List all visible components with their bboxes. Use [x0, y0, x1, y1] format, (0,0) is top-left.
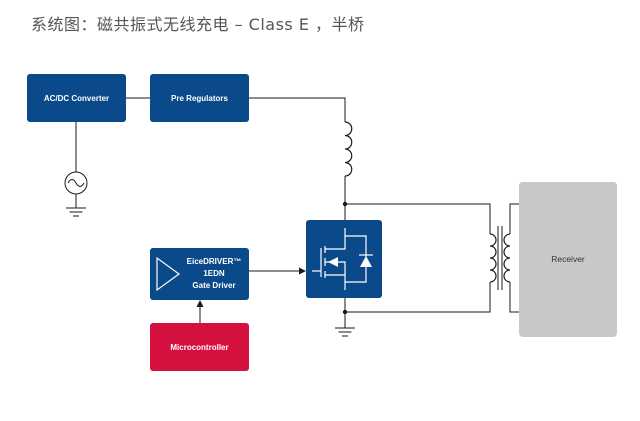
ground-icon [66, 207, 86, 217]
arrowhead-icon [299, 267, 306, 275]
receiver-label: Receiver [551, 254, 585, 264]
gate-driver-label-3: Gate Driver [192, 281, 235, 290]
gate-driver-label-2: 1EDN [203, 269, 225, 278]
diode-icon [345, 235, 373, 283]
mosfet-block [306, 220, 382, 298]
junction-dot [342, 309, 348, 315]
pre-regulators-block: Pre Regulators [150, 74, 249, 122]
receiver-block: Receiver [519, 182, 617, 337]
microcontroller-label: Microcontroller [170, 343, 228, 352]
ground-icon [335, 327, 355, 337]
arrowhead-icon [196, 300, 204, 307]
junction-dot [342, 201, 348, 207]
acdc-converter-block: AC/DC Converter [27, 74, 126, 122]
page-title: 系统图：磁共振式无线充电 – Class E ，半桥 [31, 15, 365, 34]
microcontroller-block: Microcontroller [150, 323, 249, 371]
gate-driver-block: EiceDRIVER™ 1EDN Gate Driver [150, 248, 249, 300]
acdc-converter-label: AC/DC Converter [44, 94, 109, 103]
transformer-secondary-icon [503, 233, 511, 283]
mosfet-icon [312, 228, 346, 290]
amplifier-icon [156, 256, 181, 292]
ac-source-icon [64, 171, 88, 195]
pre-regulators-label: Pre Regulators [171, 94, 228, 103]
gate-driver-label-1: EiceDRIVER™ [187, 257, 242, 266]
transformer-primary-icon [489, 233, 497, 283]
wiring [75, 97, 519, 328]
inductor-icon [344, 121, 353, 177]
